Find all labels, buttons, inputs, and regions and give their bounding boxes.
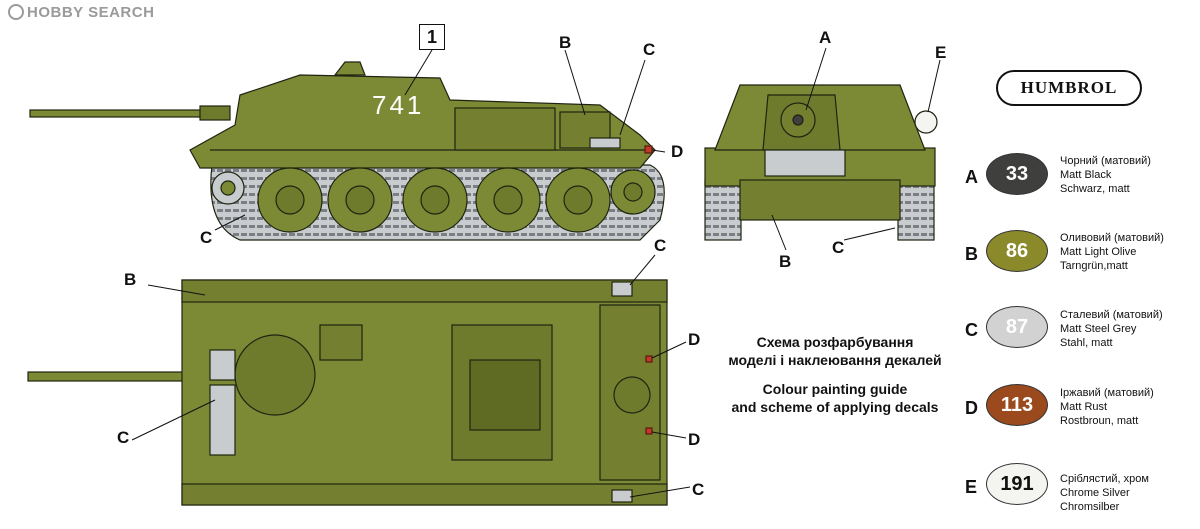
front-view [704,84,938,241]
top-callout-d-lower: D [688,430,701,449]
paint-letter-b: B [965,244,978,264]
paint-letter-c: C [965,320,978,340]
hull-number: 741 [372,90,425,120]
side-callout-d: D [671,142,684,161]
paint-letter-e: E [965,477,978,497]
paint-desc-c: Сталевий (матовий) Matt Steel Grey Stahl… [1060,309,1163,349]
top-callout-c-left: C [117,428,130,447]
gun-barrel [29,109,211,118]
side-callout-c: C [643,40,656,59]
paint-desc-e: Сріблястий, хром Chrome Silver Chromsilb… [1060,473,1149,513]
front-callout-a: A [819,28,832,47]
paint-swatch-a: 33 [986,153,1048,195]
side-view [29,61,665,241]
top-view [27,279,668,506]
paint-swatch-c: 87 [986,306,1048,348]
watermark-logo-icon [8,4,24,20]
front-callout-c: C [832,238,845,257]
top-callout-b: B [124,270,137,289]
paint-desc-d: Іржавий (матовий) Matt Rust Rostbroun, m… [1060,387,1154,427]
brand-badge: HUMBROL [996,70,1142,106]
paint-desc-b: Оливовий (матовий) Matt Light Olive Tarn… [1060,232,1164,272]
top-callout-d-upper: D [688,330,701,349]
paint-swatch-e: 191 [986,463,1048,505]
caption-english: Colour painting guide and scheme of appl… [731,381,939,415]
caption-ukrainian: Схема розфарбування моделі і наклеювання… [728,334,942,368]
side-callout-c-lower: C [200,228,213,247]
paint-letter-d: D [965,398,978,418]
paint-swatch-d: 113 [986,384,1048,426]
side-callout-b: B [559,33,572,52]
paint-swatch-b: 86 [986,230,1048,272]
model-number-box: 1 [419,24,445,50]
side-callout-lines [214,49,666,231]
front-track-right [897,179,935,241]
paint-desc-a: Чорний (матовий) Matt Black Schwarz, mat… [1060,155,1151,195]
front-track-left [704,179,742,241]
front-callout-b: B [779,252,792,271]
watermark: HOBBY SEARCH [8,4,154,21]
front-callout-lines [771,47,941,251]
paint-letter-a: A [965,167,978,187]
top-callout-c-top: C [654,236,667,255]
top-callout-lines [131,254,691,498]
front-callout-e: E [935,43,947,62]
top-callout-c-bottom: C [692,480,705,499]
